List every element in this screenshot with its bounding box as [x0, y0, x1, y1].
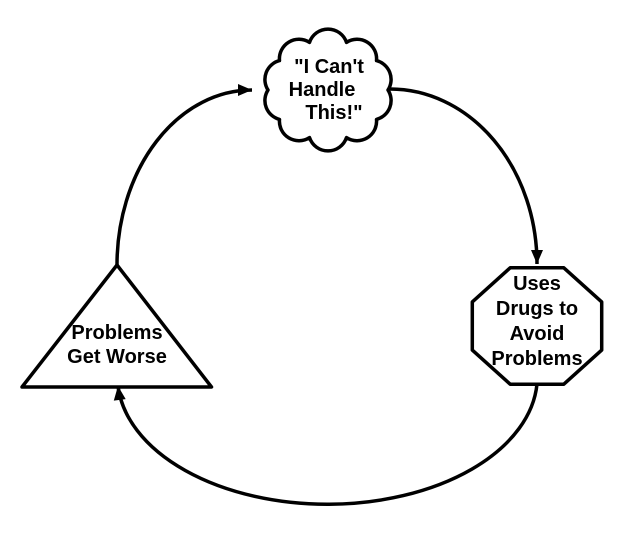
warning-triangle-line-2: Get Worse: [67, 346, 167, 368]
stop-octagon-line-2: Drugs to: [496, 298, 578, 320]
warning-triangle-shape: [20, 263, 214, 389]
thought-cloud-label: "I Can't Handle This!": [289, 56, 365, 124]
stop-octagon-shape: [470, 266, 604, 386]
thought-cloud-line-2: Handle: [289, 79, 356, 101]
thought-cloud-line-1: "I Can't: [294, 56, 364, 78]
stop-octagon-line-3: Avoid: [510, 323, 565, 345]
stop-octagon-line-4: Problems: [491, 348, 582, 370]
stop-octagon-label: Uses Drugs to Avoid Problems: [491, 273, 582, 370]
warning-triangle-label: Problems Get Worse: [67, 322, 167, 368]
thought-cloud-shape: [263, 27, 393, 153]
thought-cloud-line-3: This!": [305, 102, 362, 124]
warning-triangle-line-1: Problems: [71, 322, 162, 344]
arrow-triangle-to-cloud: [115, 84, 253, 266]
arrow-cloud-to-octagon: [389, 87, 543, 265]
arrow-octagon-to-triangle: [113, 383, 539, 506]
stop-octagon-line-1: Uses: [513, 273, 561, 295]
